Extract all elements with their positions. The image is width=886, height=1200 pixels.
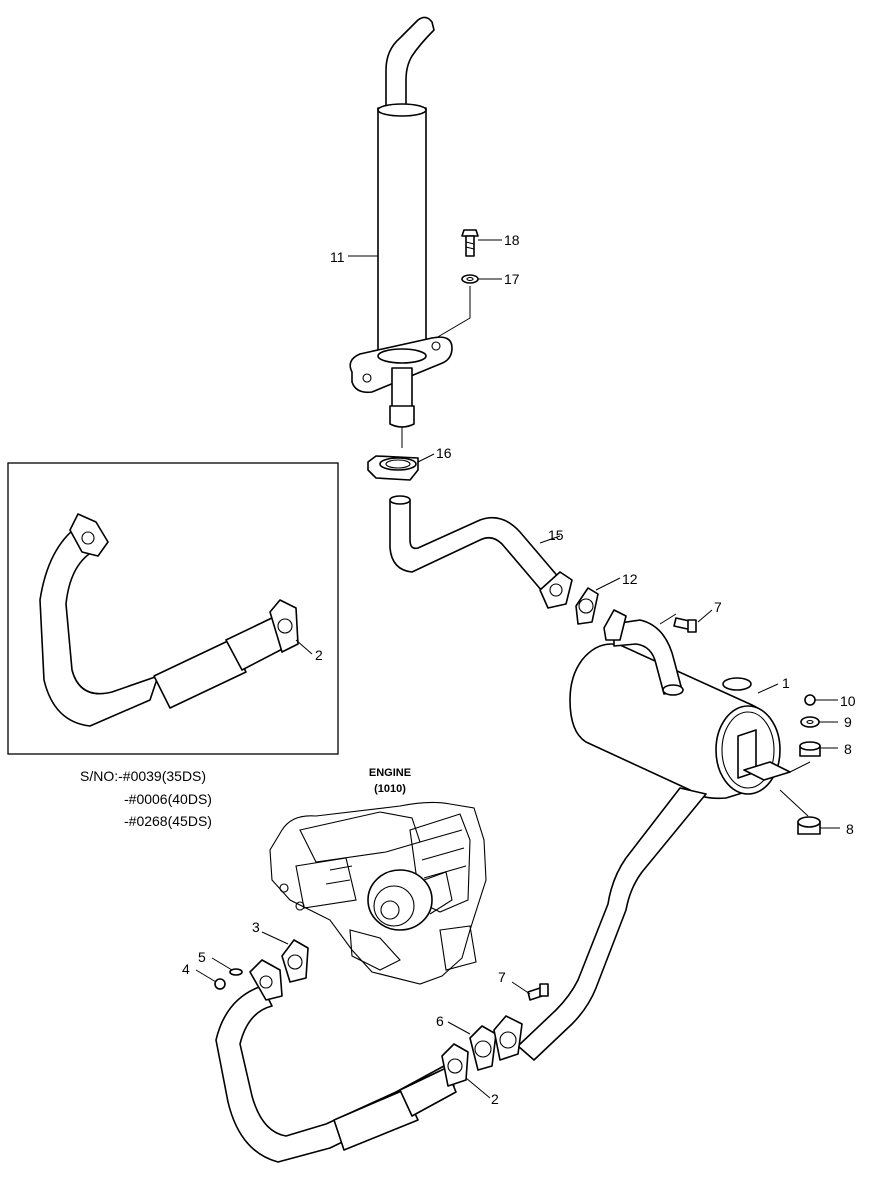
serial-line-2: -#0006(40DS) <box>124 791 212 807</box>
callout-8-upper: 8 <box>844 741 852 757</box>
pipe-15 <box>389 495 573 609</box>
callout-2-inset: 2 <box>315 647 323 663</box>
nut-10 <box>804 694 838 706</box>
serial-line-1: S/NO:-#0039(35DS) <box>80 768 206 784</box>
bolt-7-lower <box>511 981 549 1001</box>
callout-4: 4 <box>182 961 190 977</box>
washer-5 <box>211 957 243 976</box>
rubber-mount-8-lower <box>779 789 840 835</box>
callout-3: 3 <box>252 919 260 935</box>
engine-title: ENGINE <box>369 767 411 779</box>
flange-lower <box>493 1015 523 1061</box>
callout-7-upper: 7 <box>714 599 722 615</box>
callout-7-lower: 7 <box>498 969 506 985</box>
tail-pipe-stack <box>349 16 453 448</box>
rubber-mount-8-upper <box>789 741 838 773</box>
callout-10: 10 <box>840 693 856 709</box>
pipe-2-main <box>215 959 491 1163</box>
gasket-3 <box>261 931 309 983</box>
gasket-12 <box>575 577 621 625</box>
callout-15: 15 <box>548 527 564 543</box>
callout-11: 11 <box>330 249 345 265</box>
muffler-1 <box>569 609 791 800</box>
callout-5: 5 <box>198 949 206 965</box>
callout-12: 12 <box>622 571 638 587</box>
callout-18: 18 <box>504 232 520 248</box>
callout-6: 6 <box>436 1013 444 1029</box>
bolt-18 <box>461 229 502 257</box>
inset-panel: 2 <box>7 462 339 755</box>
callout-2-main: 2 <box>491 1091 499 1107</box>
callout-16: 16 <box>436 445 452 461</box>
gasket-6 <box>447 1021 497 1071</box>
long-pipe <box>517 787 707 1061</box>
callout-17: 17 <box>504 271 520 287</box>
callout-9: 9 <box>844 714 852 730</box>
serial-line-3: -#0268(45DS) <box>124 813 212 829</box>
nut-4 <box>195 969 226 990</box>
callout-8-lower: 8 <box>846 821 854 837</box>
callout-1: 1 <box>782 675 790 691</box>
washer-17 <box>435 274 502 339</box>
clamp-16 <box>367 453 435 481</box>
engine-sketch: ENGINE (1010) <box>269 767 487 985</box>
bolt-7-upper <box>659 609 713 633</box>
washer-9 <box>800 716 838 728</box>
engine-code: (1010) <box>374 783 406 795</box>
